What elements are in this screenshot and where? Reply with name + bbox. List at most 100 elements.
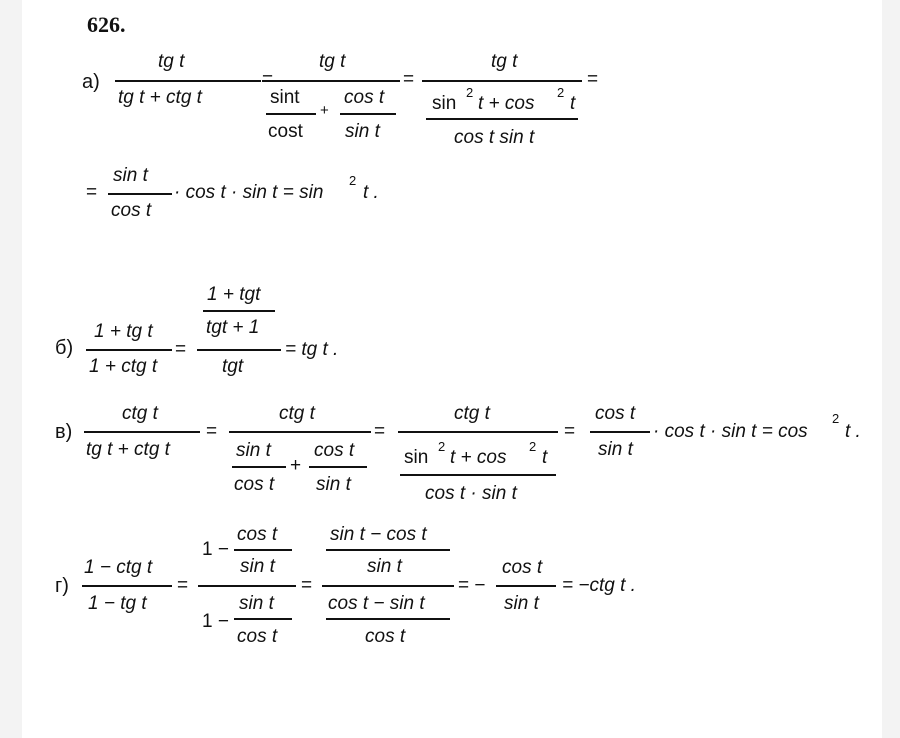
b-eq-1: = <box>175 339 187 360</box>
g-frac3-den-bar <box>326 618 450 620</box>
g-frac2-num-sub-num: cos t <box>237 524 278 545</box>
v-frac2-num: ctg t <box>279 403 315 424</box>
a-frac3-den-mid: t + cos <box>478 93 535 114</box>
v-frac3-bar <box>398 431 558 433</box>
g-eq-neg: = − <box>458 575 486 596</box>
a-line2-sq: 2 <box>349 173 357 188</box>
a-frac3-den-t: t <box>570 93 576 114</box>
v-tail-a: · cos t · sin t = cos <box>653 421 808 442</box>
g-frac2-num-sub-den: sin t <box>240 556 275 577</box>
v-frac1-den: tg t + ctg t <box>86 439 170 460</box>
g-frac4-num: cos t <box>502 557 543 578</box>
part-b-label: б) <box>55 337 74 359</box>
g-eq-1: = <box>177 575 189 596</box>
g-frac1-num: 1 − ctg t <box>84 557 153 578</box>
v-frac3-t: t <box>542 447 548 468</box>
v-frac2-sub1-bar <box>232 466 286 468</box>
v-frac2-plus: + <box>290 455 302 476</box>
a-frac4-bar <box>108 193 172 195</box>
v-eq-3: = <box>564 421 576 442</box>
a-frac3-den-sin: sin <box>432 93 457 114</box>
a-frac2-sub1-den: cost <box>268 121 303 142</box>
g-eq-2: = <box>301 575 313 596</box>
a-frac2-num: tg t <box>319 51 346 72</box>
g-frac1-bar <box>82 585 172 587</box>
g-frac2-den-sub-bar <box>234 618 292 620</box>
g-frac2-den-sub-num: sin t <box>239 593 274 614</box>
a-frac4-den: cos t <box>111 200 152 221</box>
v-frac2-bar <box>229 431 371 433</box>
v-frac2-sub1-num: sin t <box>236 440 271 461</box>
a-frac3-num: tg t <box>491 51 518 72</box>
a-eq-3: = <box>587 69 599 90</box>
b-frac2-top-num: 1 + tgt <box>207 284 261 305</box>
v-eq-1: = <box>206 421 218 442</box>
b-frac1-num: 1 + tg t <box>94 321 153 342</box>
b-tail: = tg t . <box>285 339 339 360</box>
g-frac2-num-1minus: 1 − <box>202 539 229 560</box>
v-frac1-bar <box>84 431 200 433</box>
g-frac3-num: sin t − cos t <box>330 524 427 545</box>
v-tail-b: t . <box>845 421 861 442</box>
b-frac1-den: 1 + ctg t <box>89 356 158 377</box>
v-frac3-mid: t + cos <box>450 447 507 468</box>
g-frac3-num-den: sin t <box>367 556 402 577</box>
v-eq-2: = <box>374 421 386 442</box>
part-v-label: в) <box>55 421 73 443</box>
b-frac2-top-bar <box>203 310 275 312</box>
a-frac2-sub2-num: cos t <box>344 87 385 108</box>
g-frac4-den: sin t <box>504 593 539 614</box>
a-frac1-num: tg t <box>158 51 185 72</box>
a-frac3-den-bar <box>426 118 578 120</box>
a-frac2-sub2-den: sin t <box>345 121 380 142</box>
a-frac2-plus: + <box>320 102 329 119</box>
a-frac3-den-sq1: 2 <box>466 85 474 100</box>
v-frac2-sub1-den: cos t <box>234 474 275 495</box>
v-frac2-sub2-den: sin t <box>316 474 351 495</box>
g-frac2-bar <box>198 585 296 587</box>
g-tail: = −ctg t . <box>562 575 636 596</box>
a-frac2-sub2-bar <box>340 113 396 115</box>
v-frac2-sub2-num: cos t <box>314 440 355 461</box>
g-frac2-den-1minus: 1 − <box>202 611 229 632</box>
b-frac2-top-den: tgt + 1 <box>206 317 260 338</box>
solution-page: 626. а) tg t tg t + ctg t = tg t sint co… <box>22 0 882 738</box>
a-line2-end: t . <box>363 182 379 203</box>
b-frac1-bar <box>86 349 172 351</box>
a-frac4-num: sin t <box>113 165 148 186</box>
v-frac2-sub2-bar <box>309 466 367 468</box>
v-frac3-num: ctg t <box>454 403 490 424</box>
v-frac1-num: ctg t <box>122 403 158 424</box>
v-frac3-den-bar <box>400 474 556 476</box>
a-eq-1: = <box>262 70 273 89</box>
v-frac3-sq1: 2 <box>438 439 446 454</box>
g-frac3-num-bar <box>326 549 450 551</box>
v-frac3-den: cos t · sin t <box>425 483 517 504</box>
g-frac3-bar <box>322 585 454 587</box>
g-frac3-den: cos t − sin t <box>328 593 425 614</box>
a-frac2-bar <box>262 80 400 82</box>
a-frac2-sub1-num: sint <box>270 87 300 108</box>
b-frac2-den: tgt <box>222 356 244 377</box>
a-frac1-den: tg t + ctg t <box>118 87 202 108</box>
part-a-label: а) <box>82 71 100 93</box>
a-frac2-sub1-bar <box>266 113 316 115</box>
a-frac1-bar <box>115 80 261 82</box>
g-frac4-bar <box>496 585 556 587</box>
v-frac4-den: sin t <box>598 439 633 460</box>
a-line2-tail: · cos t · sin t = sin <box>174 182 324 203</box>
g-frac2-den-sub-den: cos t <box>237 626 278 647</box>
v-frac3-sin: sin <box>404 447 429 468</box>
a-frac3-den-den: cos t sin t <box>454 127 535 148</box>
problem-number: 626. <box>87 12 126 37</box>
v-tail-sq: 2 <box>832 411 840 426</box>
v-frac4-num: cos t <box>595 403 636 424</box>
v-frac3-sq2: 2 <box>529 439 537 454</box>
a-frac3-den-sq2: 2 <box>557 85 565 100</box>
g-frac1-den: 1 − tg t <box>88 593 147 614</box>
a-eq-4: = <box>86 182 98 203</box>
g-frac3-den-den: cos t <box>365 626 406 647</box>
v-frac4-bar <box>590 431 650 433</box>
a-eq-2: = <box>403 69 415 90</box>
